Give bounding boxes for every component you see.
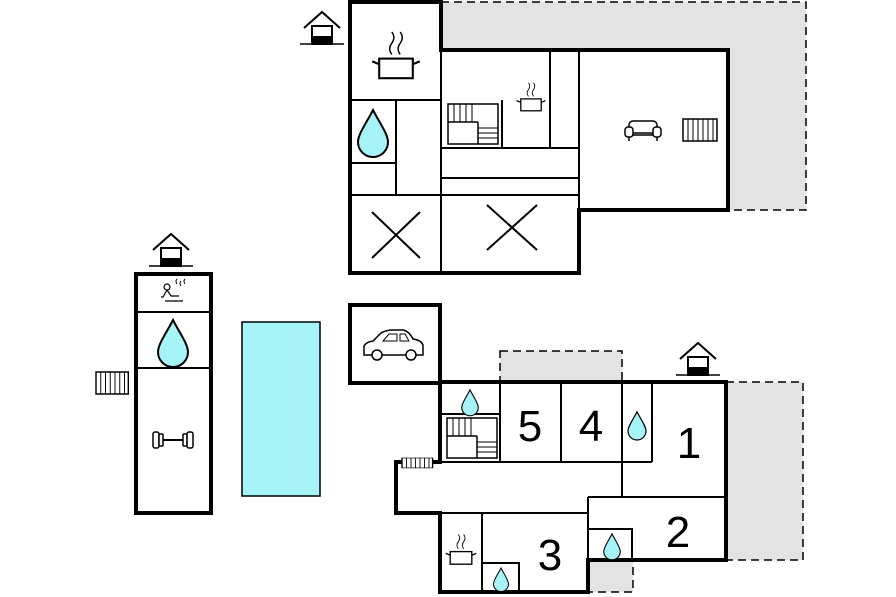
storage-room-x (371, 211, 421, 259)
pool (241, 321, 321, 497)
cooking-pot-icon (445, 533, 477, 565)
water-drop-icon (603, 533, 621, 561)
entrance-icon (299, 11, 345, 45)
staircase-icon (446, 417, 498, 459)
radiator-icon (95, 371, 130, 395)
radiator-icon (682, 118, 718, 142)
sauna-icon (156, 278, 190, 304)
water-drop-icon (461, 389, 479, 417)
radiator-icon (401, 457, 434, 469)
garage (348, 303, 442, 385)
terrace-annex-bottom (587, 559, 634, 593)
room-number: 1 (677, 419, 701, 468)
room-number: 4 (579, 402, 603, 451)
water-drop-icon (357, 109, 389, 158)
water-drop-icon (493, 567, 509, 592)
sofa-icon (624, 120, 662, 141)
room-number: 3 (538, 531, 562, 580)
entrance-icon (148, 233, 194, 267)
car-icon (363, 329, 424, 361)
storage-room-x (486, 204, 538, 251)
room-number: 2 (666, 508, 690, 557)
staircase-icon (447, 103, 499, 145)
terrace-annex-top (499, 350, 623, 383)
water-drop-icon (627, 411, 647, 441)
water-drop-icon (157, 319, 189, 368)
cooking-pot-icon (371, 30, 421, 80)
room-number: 5 (518, 402, 542, 451)
cooking-pot-icon (515, 82, 547, 112)
wellness-building (134, 272, 213, 515)
dumbbell-icon (152, 431, 194, 449)
terrace-annex-right (725, 381, 804, 561)
entrance-icon (675, 342, 721, 376)
